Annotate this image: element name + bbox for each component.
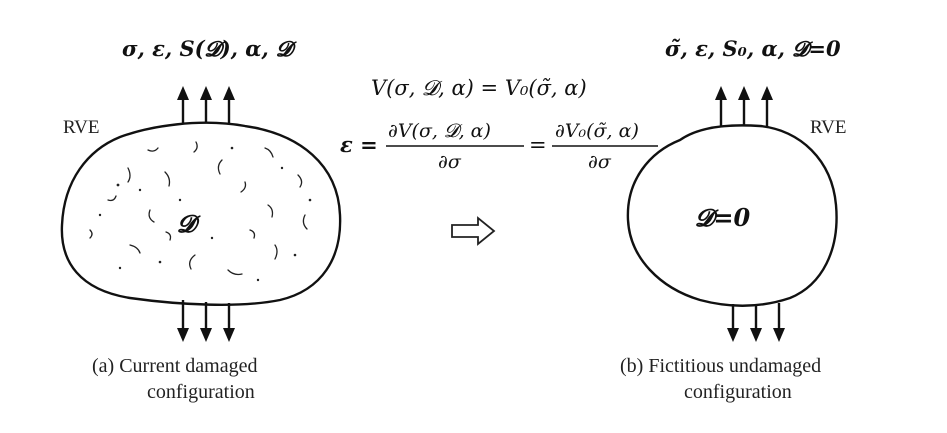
energy-equivalence-equation: V(σ, 𝓓, α) = V₀(σ̃, α) (371, 76, 587, 100)
middle-equals: = (529, 133, 547, 157)
micro-cracks (89, 141, 312, 282)
right-damage-variable: 𝓓=0 (695, 203, 751, 232)
strain-lhs: ε = (340, 132, 378, 157)
fraction1-numerator: ∂V(σ, 𝓓, α) (388, 120, 491, 142)
left-caption-line2: configuration (147, 381, 255, 403)
right-rve-label: RVE (810, 117, 846, 138)
left-caption-line1: (a) Current damaged (92, 355, 257, 377)
left-state-variables: σ, ε, S(𝓓), α, 𝓓 (122, 36, 297, 61)
fraction2-numerator: ∂V₀(σ̃, α) (555, 120, 639, 142)
left-bottom-load-arrows (177, 300, 235, 342)
right-top-load-arrows (715, 86, 773, 128)
fraction1-denominator: ∂σ (438, 151, 462, 173)
right-caption-line2: configuration (684, 381, 792, 403)
damaged-rve-body (60, 121, 342, 306)
left-rve-label: RVE (63, 117, 99, 138)
fraction2-denominator: ∂σ (588, 151, 612, 173)
right-caption-line1: (b) Fictitious undamaged (620, 355, 821, 377)
left-top-load-arrows (177, 86, 235, 128)
hollow-right-arrow-icon (451, 216, 496, 246)
right-state-variables: σ̃, ε, S₀, α, 𝓓=0 (665, 36, 841, 61)
undamaged-rve-body (626, 124, 838, 307)
right-bottom-load-arrows (727, 303, 785, 342)
